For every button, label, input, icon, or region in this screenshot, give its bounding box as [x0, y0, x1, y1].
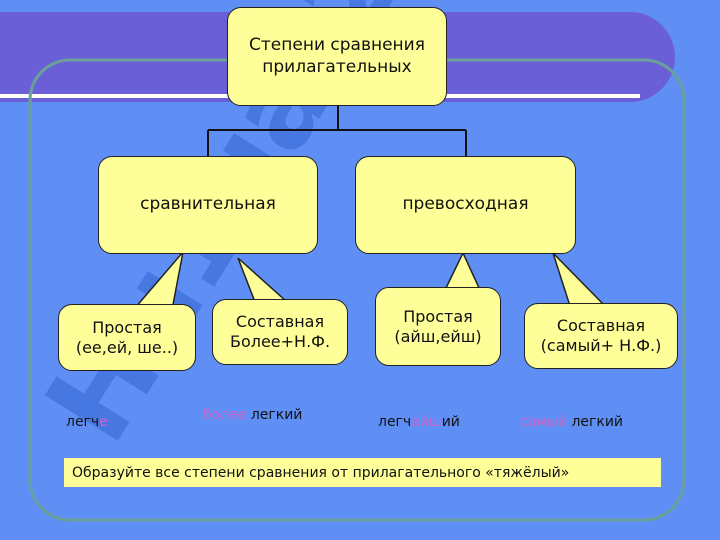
form-compound-superlative-label: Составная (самый+ Н.Ф.) — [540, 316, 662, 355]
example-part: легч — [66, 414, 100, 430]
example-part: ий — [441, 414, 460, 430]
example-4: самый легкий — [520, 414, 623, 430]
example-3: легчайший — [378, 414, 460, 430]
form-simple-comparative: Простая (ее,ей, ше..) — [58, 304, 196, 371]
example-part: легкий — [567, 414, 624, 430]
example-part-highlight: е — [99, 414, 108, 430]
example-part-highlight: самый — [520, 414, 567, 430]
example-part-highlight: более — [203, 407, 247, 423]
form-compound-comparative: Составная Более+Н.Ф. — [212, 299, 348, 365]
category-comparative: сравнительная — [98, 156, 318, 254]
task-box: Образуйте все степени сравнения от прила… — [64, 458, 661, 487]
form-compound-superlative: Составная (самый+ Н.Ф.) — [524, 303, 678, 369]
form-simple-superlative-label: Простая (айш,ейш) — [394, 306, 482, 346]
example-part: легкий — [246, 407, 303, 423]
category-superlative-label: превосходная — [402, 194, 529, 215]
example-part-highlight: айш — [411, 414, 442, 430]
form-simple-comparative-label: Простая (ее,ей, ше..) — [75, 317, 179, 357]
connector-lines — [207, 106, 467, 156]
category-superlative: превосходная — [355, 156, 576, 254]
root-box: Степени сравнения прилагательных — [227, 7, 447, 106]
form-compound-comparative-label: Составная Более+Н.Ф. — [229, 312, 331, 351]
example-part: легч — [378, 414, 412, 430]
task-text: Образуйте все степени сравнения от прила… — [72, 464, 570, 481]
category-comparative-label: сравнительная — [140, 194, 276, 215]
example-1: легче — [66, 414, 108, 430]
form-simple-superlative: Простая (айш,ейш) — [375, 287, 501, 366]
root-label: Степени сравнения прилагательных — [249, 35, 425, 77]
example-2: более легкий — [203, 407, 302, 423]
